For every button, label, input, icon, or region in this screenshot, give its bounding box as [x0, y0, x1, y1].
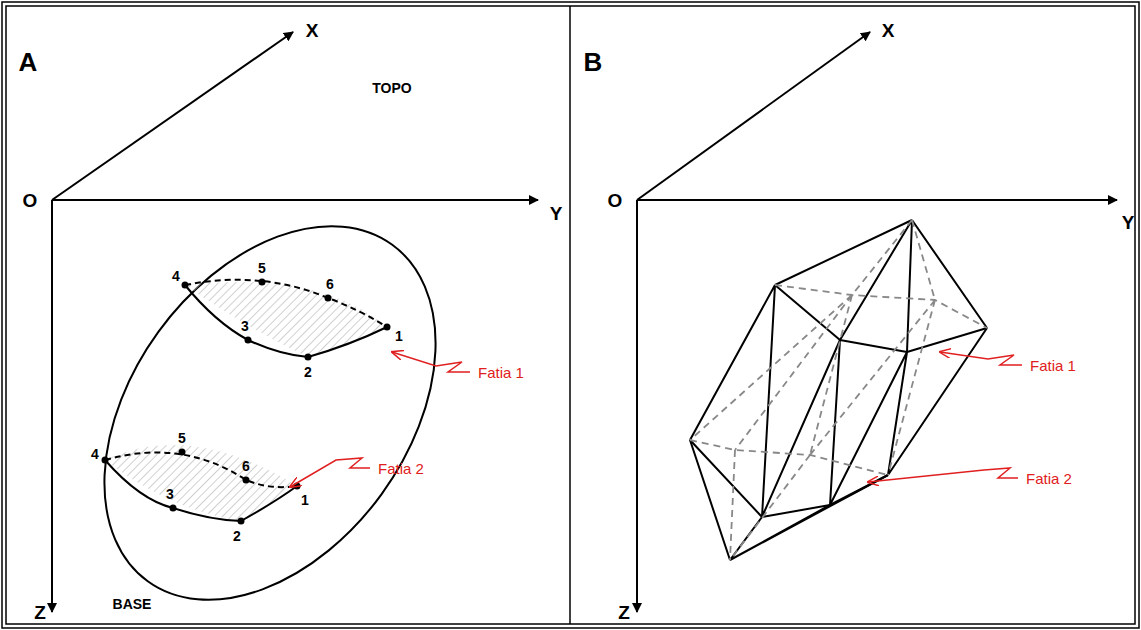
- axis-label: X: [882, 21, 895, 40]
- panel-letter: B: [584, 49, 603, 75]
- point-number: 6: [242, 459, 250, 473]
- slice-label: Fatia 2: [378, 461, 424, 476]
- origin-label: O: [608, 191, 623, 210]
- point-number: 3: [166, 487, 174, 501]
- point-number: 4: [91, 447, 99, 461]
- region-label: BASE: [113, 597, 152, 611]
- region-label: TOPO: [372, 81, 411, 95]
- panel-letter: A: [19, 49, 38, 75]
- point-number: 1: [301, 493, 309, 507]
- slice-label: Fatia 1: [478, 365, 524, 380]
- axis-label: Z: [34, 603, 46, 622]
- slice-label: Fatia 2: [1026, 471, 1072, 486]
- point-number: 2: [304, 365, 312, 379]
- point-number: 1: [395, 329, 403, 343]
- origin-label: O: [23, 191, 38, 210]
- axis-label: X: [306, 21, 319, 40]
- point-number: 5: [178, 431, 186, 445]
- slice-label: Fatia 1: [1030, 358, 1076, 373]
- point-number: 4: [172, 269, 180, 283]
- axis-label: Y: [1122, 213, 1135, 232]
- axis-label: Z: [618, 603, 630, 622]
- axis-label: Y: [550, 204, 563, 223]
- point-number: 3: [241, 319, 249, 333]
- point-number: 6: [326, 277, 334, 291]
- point-number: 5: [258, 261, 266, 275]
- point-number: 2: [233, 529, 241, 543]
